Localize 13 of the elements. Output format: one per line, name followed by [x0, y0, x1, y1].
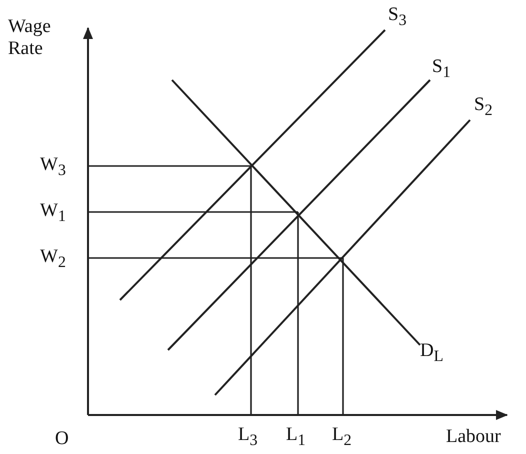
curve-label: S$_{2}$ [474, 94, 492, 121]
tick-label: L$_{1}$ [286, 424, 306, 451]
curve-label: S$_{3}$ [388, 4, 406, 31]
tick-label: W$_{1}$ [40, 200, 66, 227]
tick-label: L$_{3}$ [238, 424, 258, 451]
curve-label: D$_{L}$ [420, 340, 444, 367]
tick-label: W$_{3}$ [40, 154, 66, 181]
tick-label: W$_{2}$ [40, 246, 66, 273]
origin-label: O [55, 428, 69, 450]
axis-label: Labour [446, 426, 501, 448]
tick-label: L$_{2}$ [332, 424, 352, 451]
curve-label: S$_{1}$ [432, 56, 450, 83]
axis-label: Wage Rate [8, 16, 52, 60]
